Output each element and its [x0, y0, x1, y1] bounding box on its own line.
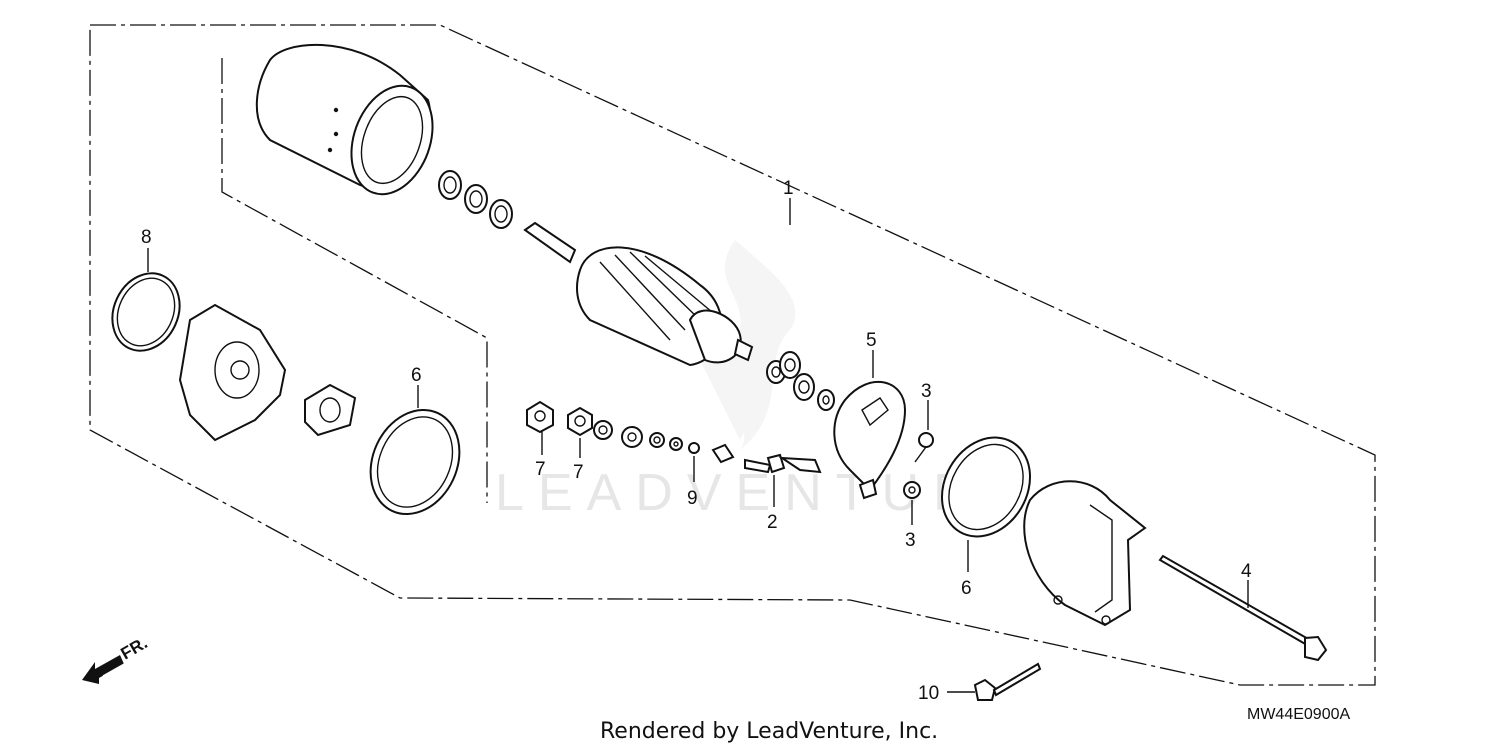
thrust-washers [766, 351, 835, 411]
rear-cover [1023, 480, 1147, 627]
callout-7-left: 7 [535, 459, 546, 480]
diagram-code: MW44E0900A [1247, 706, 1350, 723]
seal-rings [438, 170, 513, 229]
callout-3-lower: 3 [905, 530, 916, 551]
callout-10: 10 [918, 683, 939, 704]
front-cover [178, 303, 287, 442]
callout-9: 9 [687, 488, 698, 509]
sub-assembly-frame [221, 58, 488, 503]
callout-1: 1 [783, 178, 794, 199]
o-ring-6-right [940, 436, 1032, 538]
watermark-text: LEADVENTURE [495, 464, 1033, 522]
callout-7-right: 7 [573, 462, 584, 483]
credit-text: Rendered by LeadVenture, Inc. [600, 719, 938, 744]
o-ring-8 [111, 272, 181, 352]
motor-yoke [255, 43, 434, 196]
callout-4: 4 [1241, 561, 1252, 582]
leader-lines [147, 198, 1249, 693]
callout-6-left: 6 [411, 365, 422, 386]
callout-2: 2 [767, 512, 778, 533]
front-direction-arrow-icon [82, 655, 127, 684]
watermark-flame-icon [700, 240, 796, 450]
o-ring-6-left [369, 408, 461, 516]
long-bolt [1158, 554, 1328, 662]
front-marker-text: FR. [118, 633, 151, 663]
short-bolt [973, 662, 1042, 701]
callout-8: 8 [141, 227, 152, 248]
callout-3-upper: 3 [921, 381, 932, 402]
armature [523, 221, 754, 367]
callout-5: 5 [866, 330, 877, 351]
callout-6-right: 6 [961, 578, 972, 599]
bolt-hardware-row [526, 400, 822, 474]
assembly-frame [89, 24, 1376, 686]
brush-holder [833, 381, 907, 500]
lock-washer-plate [304, 383, 357, 437]
brush-springs [903, 432, 934, 499]
